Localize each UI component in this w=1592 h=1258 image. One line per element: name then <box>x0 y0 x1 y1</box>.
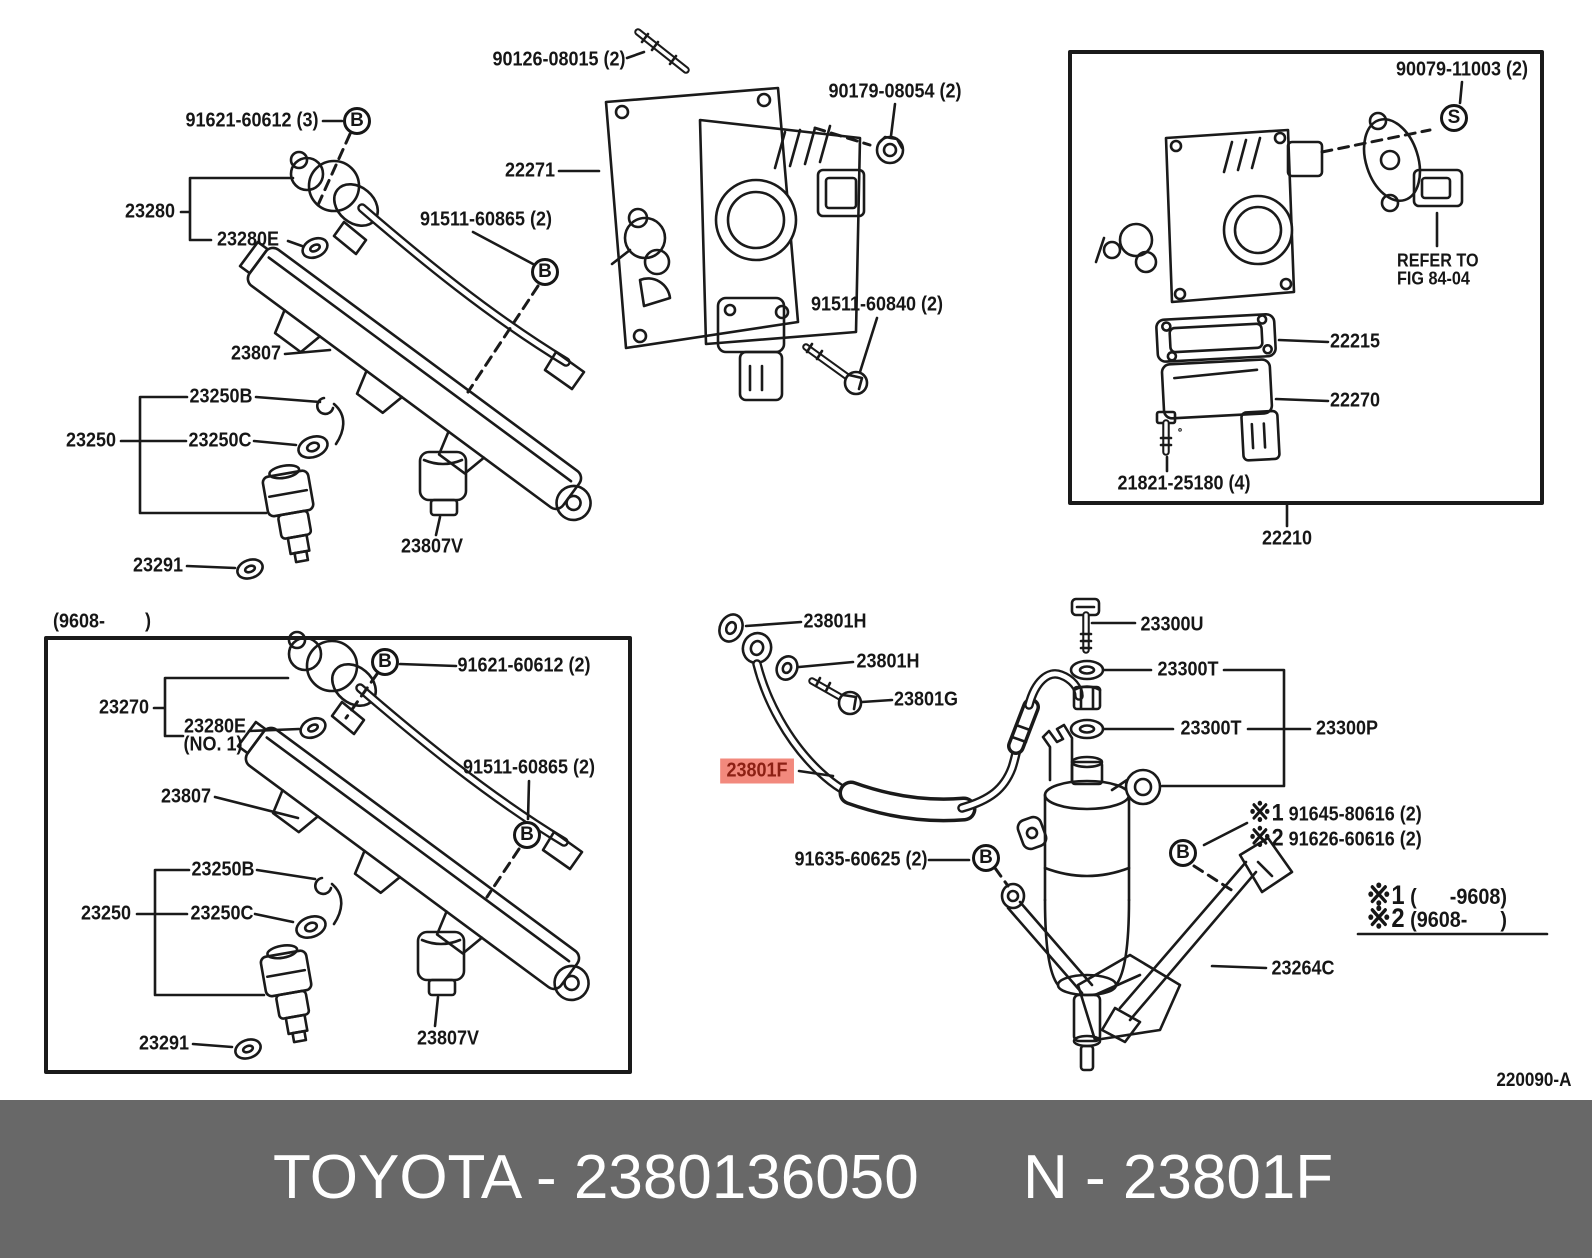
part-label-91511-60840-2: 91511-60840 (2) <box>810 293 944 316</box>
part-label-fig-84-04: FIG 84-04 <box>1397 268 1470 289</box>
part-label-91635-60625-2: 91635-60625 (2) <box>794 848 928 871</box>
part-label-23280: 23280 <box>124 200 176 223</box>
reference-mark-number: 2 <box>1271 824 1284 852</box>
callout-circle-b: B <box>371 648 399 676</box>
part-label-23801g: 23801G <box>893 688 959 711</box>
part-label-text: 91626-60616 (2) <box>1283 828 1422 851</box>
part-label-90079-11003-2: 90079-11003 (2) <box>1395 58 1529 81</box>
part-label-refer-to: REFER TO <box>1397 250 1479 271</box>
reference-mark-icon <box>1250 825 1270 848</box>
part-label-23264c: 23264C <box>1271 957 1335 980</box>
part-label-91621-60612-3: 91621-60612 (3) <box>185 109 319 132</box>
callout-circle-b: B <box>972 844 1000 872</box>
part-label-90179-08054-2: 90179-08054 (2) <box>828 80 962 103</box>
part-label-23300t: 23300T <box>1180 717 1242 740</box>
reference-mark-icon <box>1368 882 1390 906</box>
reference-mark-number: 2 <box>1391 903 1405 934</box>
throttle-box-22210-art <box>1094 80 1464 528</box>
callout-circle-b: B <box>1169 839 1197 867</box>
callout-circle-b: B <box>343 107 371 135</box>
part-label-23280e: 23280E <box>216 228 280 251</box>
reference-mark-number: 1 <box>1391 880 1405 911</box>
part-label-220090-a: 220090-A <box>1495 1070 1571 1092</box>
fuel-hose-pump-art <box>718 597 1294 1072</box>
part-label-91621-60612-2: 91621-60612 (2) <box>457 654 591 677</box>
callout-circle-s: S <box>1440 104 1468 132</box>
throttle-box-frame <box>1068 50 1544 505</box>
fuel-rail-art <box>236 150 592 580</box>
part-label-23250b: 23250B <box>189 385 253 408</box>
part-label-1-9608: 1 ( -9608) <box>1368 880 1507 911</box>
part-label-23270: 23270 <box>98 696 150 719</box>
part-label-text: 91645-80616 (2) <box>1283 803 1422 826</box>
part-label-23250: 23250 <box>65 429 117 452</box>
part-label-90126-08015-2: 90126-08015 (2) <box>492 48 626 71</box>
part-label-2-91626-60616-2: 2 91626-60616 (2) <box>1250 824 1422 852</box>
part-label-21821-25180-4: 21821-25180 (4) <box>1117 472 1251 495</box>
part-label-23250c: 23250C <box>190 902 254 925</box>
part-label-22270: 22270 <box>1329 389 1381 412</box>
part-label-22210: 22210 <box>1261 527 1313 550</box>
part-label-2-9608: 2 (9608- ) <box>1368 903 1507 934</box>
part-label-23300u: 23300U <box>1140 613 1204 636</box>
throttle-body-22271-art <box>557 28 905 402</box>
part-label-23807: 23807 <box>160 785 212 808</box>
top-left-leaders <box>119 119 540 570</box>
part-label-1-91645-80616-2: 1 91645-80616 (2) <box>1250 799 1422 827</box>
part-label-23291: 23291 <box>138 1032 190 1055</box>
part-label-23250: 23250 <box>80 902 132 925</box>
part-label-23801f: 23801F <box>720 758 794 784</box>
part-label-23807v: 23807V <box>416 1027 480 1050</box>
part-label-23807: 23807 <box>230 342 282 365</box>
part-label-9608: (9608- ) <box>53 610 152 633</box>
part-label-23280e: 23280E <box>183 715 247 738</box>
part-label-23300t: 23300T <box>1157 658 1219 681</box>
part-label-23250b: 23250B <box>191 858 255 881</box>
part-label-text: ( -9608) <box>1404 884 1507 910</box>
late-rail-leaders <box>135 662 531 1049</box>
reference-mark-icon <box>1368 905 1390 929</box>
footer-part-code: N - 23801F <box>1023 1142 1334 1212</box>
part-label-23250c: 23250C <box>188 429 252 452</box>
catalog-footer-banner: TOYOTA - 2380136050 N - 23801F <box>0 1100 1592 1258</box>
part-label-91511-60865-2: 91511-60865 (2) <box>462 756 596 779</box>
part-label-91511-60865-2: 91511-60865 (2) <box>419 208 553 231</box>
callout-circle-b: B <box>513 821 541 849</box>
part-label-22215: 22215 <box>1329 330 1381 353</box>
part-label-no-1: (NO. 1) <box>183 733 243 756</box>
part-label-23801h: 23801H <box>803 610 867 633</box>
part-label-23300p: 23300P <box>1315 717 1379 740</box>
part-label-23801h: 23801H <box>856 650 920 673</box>
callout-circle-b: B <box>531 258 559 286</box>
part-label-23291: 23291 <box>132 554 184 577</box>
reference-mark-icon <box>1250 800 1270 823</box>
reference-mark-number: 1 <box>1271 799 1284 827</box>
part-label-22271: 22271 <box>504 159 556 182</box>
hose-pump-leaders <box>744 620 1549 970</box>
footer-part-number: TOYOTA - 2380136050 <box>273 1142 919 1212</box>
part-label-23807v: 23807V <box>400 535 464 558</box>
late-rail-box-frame <box>44 636 632 1074</box>
part-label-text: (9608- ) <box>1404 907 1507 933</box>
